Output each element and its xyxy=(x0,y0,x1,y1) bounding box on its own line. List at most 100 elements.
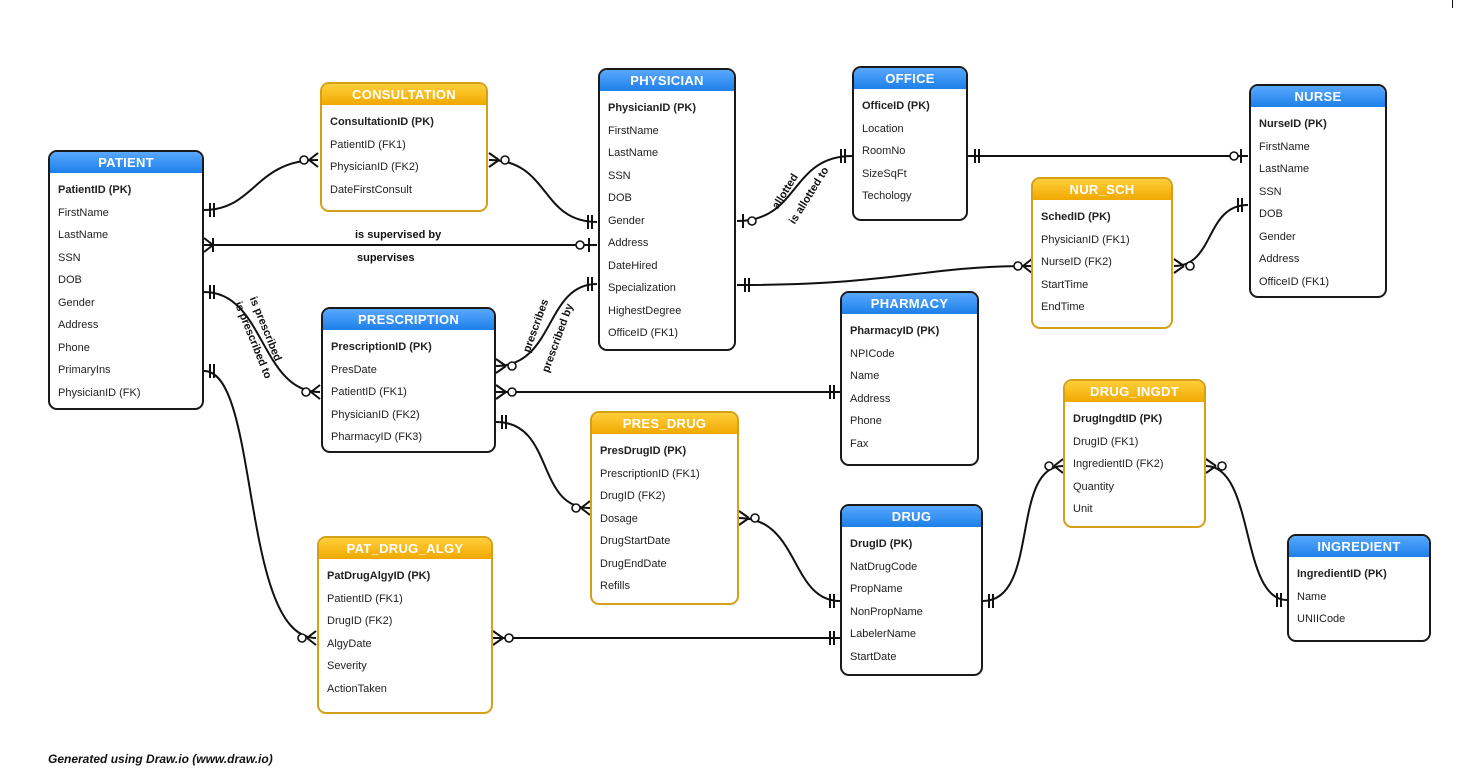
entity-field: Name xyxy=(850,370,880,382)
entity-field: Techology xyxy=(862,190,912,202)
entity-nurse[interactable]: NURSE NurseID (PK) FirstName LastName SS… xyxy=(1249,84,1387,298)
entity-field: PhysicianID (FK2) xyxy=(331,408,420,421)
entity-field: NatDrugCode xyxy=(850,560,918,573)
entity-field: PresDate xyxy=(331,363,377,376)
entity-field: PhysicianID (FK1) xyxy=(1041,233,1130,246)
entity-field: DrugIngdtID (PK) xyxy=(1073,413,1163,425)
field-list: PatDrugAlgyID (PK) PatientID (FK1) DrugI… xyxy=(319,559,491,700)
entity-field: DOB xyxy=(608,192,632,204)
entity-field: Fax xyxy=(850,437,869,450)
entity-office[interactable]: OFFICE OfficeID (PK) Location RoomNo Siz… xyxy=(852,66,968,221)
entity-field: PatientID (FK1) xyxy=(331,386,407,398)
entity-title: NUR_SCH xyxy=(1033,179,1171,200)
entity-field: LastName xyxy=(608,147,659,159)
field-list: DrugIngdtID (PK) DrugID (FK1) Ingredient… xyxy=(1065,402,1204,521)
entity-title: PHARMACY xyxy=(842,293,977,314)
entity-field: NonPropName xyxy=(850,605,923,618)
entity-field: Phone xyxy=(850,415,882,427)
entity-patient[interactable]: PATIENT PatientID (PK) FirstName LastNam… xyxy=(48,150,204,410)
entity-title: INGREDIENT xyxy=(1289,536,1429,557)
entity-field: UNIICode xyxy=(1297,613,1346,625)
entity-field: Phone xyxy=(58,341,90,354)
footer-credit: Generated using Draw.io (www.draw.io) xyxy=(48,752,273,766)
entity-title: CONSULTATION xyxy=(322,84,486,105)
entity-field: DrugID (FK1) xyxy=(1073,435,1139,448)
link-presdrug-drug xyxy=(738,517,841,602)
link-patient-patdrugalgy xyxy=(203,370,317,639)
entity-field: FirstName xyxy=(608,124,659,137)
link-patient-prescription xyxy=(203,291,321,393)
entity-pharmacy[interactable]: PHARMACY PharmacyID (PK) NPICode Name Ad… xyxy=(840,291,979,466)
entity-field: IngredientID (PK) xyxy=(1297,568,1387,580)
entity-drug-ingdt[interactable]: DRUG_INGDT DrugIngdtID (PK) DrugID (FK1)… xyxy=(1063,379,1206,528)
entity-title: DRUG xyxy=(842,506,981,527)
entity-field: DateFirstConsult xyxy=(330,183,412,196)
entity-title: PAT_DRUG_ALGY xyxy=(319,538,491,559)
link-patient-consultation xyxy=(203,159,319,211)
entity-prescription[interactable]: PRESCRIPTION PrescriptionID (PK) PresDat… xyxy=(321,307,496,453)
entity-pres-drug[interactable]: PRES_DRUG PresDrugID (PK) PrescriptionID… xyxy=(590,411,739,605)
entity-field: PhysicianID (FK) xyxy=(58,386,141,399)
field-list: IngredientID (PK) Name UNIICode xyxy=(1289,557,1429,631)
entity-field: OfficeID (FK1) xyxy=(1259,275,1330,288)
entity-field: FirstName xyxy=(1259,140,1310,153)
entity-field: Gender xyxy=(608,214,645,227)
entity-field: PrescriptionID (FK1) xyxy=(600,467,700,480)
entity-field: PresDrugID (PK) xyxy=(600,445,687,457)
entity-field: AlgyDate xyxy=(327,637,372,650)
entity-pat-drug-algy[interactable]: PAT_DRUG_ALGY PatDrugAlgyID (PK) Patient… xyxy=(317,536,493,714)
entity-field: PharmacyID (PK) xyxy=(850,325,940,337)
entity-field: Dosage xyxy=(600,512,638,525)
entity-field: HighestDegree xyxy=(608,304,682,317)
entity-field: ConsultationID (PK) xyxy=(330,116,434,128)
entity-field: SSN xyxy=(1259,185,1282,198)
field-list: DrugID (PK) NatDrugCode PropName NonProp… xyxy=(842,527,981,668)
entity-field: RoomNo xyxy=(862,145,906,157)
edge-mark xyxy=(1452,0,1453,8)
entity-ingredient[interactable]: INGREDIENT IngredientID (PK) Name UNIICo… xyxy=(1287,534,1431,642)
entity-title: PHYSICIAN xyxy=(600,70,734,91)
field-list: PresDrugID (PK) PrescriptionID (FK1) Dru… xyxy=(592,434,737,598)
entity-field: PatientID (FK1) xyxy=(327,592,403,605)
entity-field: DrugID (FK2) xyxy=(600,490,666,502)
entity-field: DrugID (FK2) xyxy=(327,615,393,627)
entity-field: SSN xyxy=(608,169,631,182)
entity-field: OfficeID (PK) xyxy=(862,100,930,112)
entity-field: LabelerName xyxy=(850,628,917,640)
entity-field: FirstName xyxy=(58,206,109,219)
entity-field: LastName xyxy=(58,229,109,241)
entity-drug[interactable]: DRUG DrugID (PK) NatDrugCode PropName No… xyxy=(840,504,983,676)
entity-field: Gender xyxy=(58,296,95,309)
entity-physician[interactable]: PHYSICIAN PhysicianID (PK) FirstName Las… xyxy=(598,68,736,351)
entity-field: PhysicianID (PK) xyxy=(608,102,697,114)
entity-field: NPICode xyxy=(850,347,895,360)
entity-field: ActionTaken xyxy=(327,682,387,695)
entity-title: NURSE xyxy=(1251,86,1385,107)
entity-field: PropName xyxy=(850,583,903,595)
entity-title: DRUG_INGDT xyxy=(1065,381,1204,402)
field-list: NurseID (PK) FirstName LastName SSN DOB … xyxy=(1251,107,1385,293)
entity-field: Refills xyxy=(600,580,630,592)
link-physician-office xyxy=(736,155,853,222)
field-list: PhysicianID (PK) FirstName LastName SSN … xyxy=(600,91,734,345)
field-list: PatientID (PK) FirstName LastName SSN DO… xyxy=(50,173,202,404)
field-list: OfficeID (PK) Location RoomNo SizeSqFt T… xyxy=(854,89,966,208)
entity-field: DrugEndDate xyxy=(600,557,667,570)
entity-title: PATIENT xyxy=(50,152,202,173)
entity-field: DrugID (PK) xyxy=(850,538,913,550)
entity-field: Name xyxy=(1297,590,1327,603)
link-druging-ingredient xyxy=(1205,465,1288,601)
entity-field: Specialization xyxy=(608,282,676,294)
entity-consultation[interactable]: CONSULTATION ConsultationID (PK) Patient… xyxy=(320,82,488,212)
entity-nur-sch[interactable]: NUR_SCH SchedID (PK) PhysicianID (FK1) N… xyxy=(1031,177,1173,329)
entity-field: IngredientID (FK2) xyxy=(1073,458,1164,470)
entity-field: PharmacyID (FK3) xyxy=(331,431,423,443)
entity-field: OfficeID (FK1) xyxy=(608,327,679,339)
label-is-supervised-by: is supervised by xyxy=(355,229,442,241)
link-prescription-presdrug xyxy=(495,421,591,509)
entity-title: PRES_DRUG xyxy=(592,413,737,434)
entity-field: StartTime xyxy=(1041,278,1089,291)
entity-field: PatientID (FK1) xyxy=(330,138,406,151)
entity-field: PatDrugAlgyID (PK) xyxy=(327,570,431,582)
